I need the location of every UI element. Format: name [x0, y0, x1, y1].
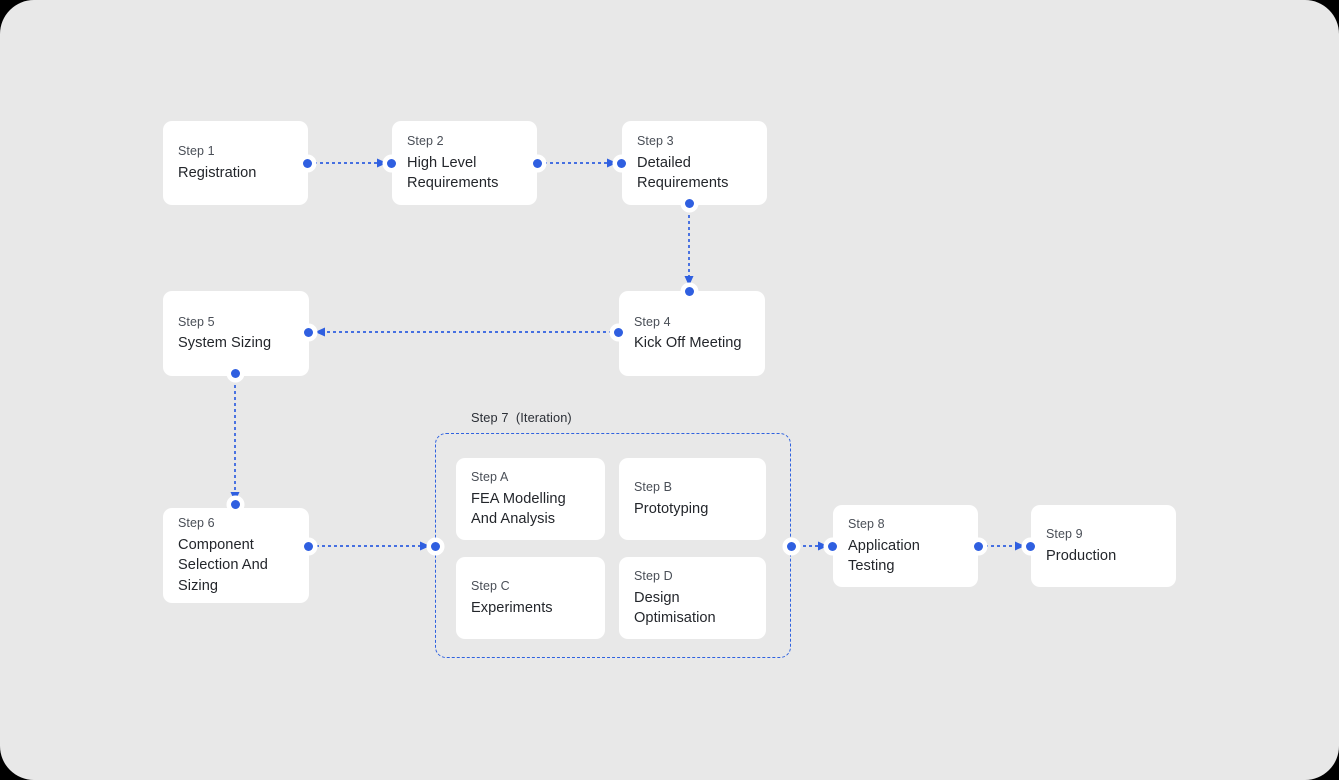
node-step-label: Step C	[471, 579, 510, 593]
port-dot-step3-left[interactable]	[617, 159, 626, 168]
node-step-8[interactable]: Step 8 Application Testing	[833, 505, 978, 587]
port-dot-step5-bottom[interactable]	[231, 369, 240, 378]
node-step-label: Step D	[634, 568, 673, 583]
port-dot-step2-left[interactable]	[387, 159, 396, 168]
node-step-label: Step 3	[637, 133, 674, 148]
port-dot-step8-right[interactable]	[974, 542, 983, 551]
port-dot-step9-left[interactable]	[1026, 542, 1035, 551]
node-title: Production	[1046, 547, 1117, 564]
port-dot-step6-top[interactable]	[231, 500, 240, 509]
node-step-label: Step 5	[178, 314, 215, 329]
node-title: FEA Modelling And Analysis	[471, 490, 566, 527]
node-title: Design Optimisation	[634, 589, 716, 626]
node-step-label: Step 2	[407, 133, 444, 148]
node-step-3[interactable]: Step 3 Detailed Requirements	[622, 121, 767, 205]
port-dot-step8-left[interactable]	[828, 542, 837, 551]
node-step-5[interactable]: Step 5 System Sizing	[163, 291, 309, 376]
port-dot-step6-right[interactable]	[304, 542, 313, 551]
node-step-label: Step 9	[1046, 527, 1083, 541]
node-step-2[interactable]: Step 2 High Level Requirements	[392, 121, 537, 205]
port-dot-step4-top[interactable]	[685, 287, 694, 296]
node-step-label: Step 1	[178, 144, 215, 158]
node-title: High Level Requirements	[407, 154, 499, 191]
node-title: Registration	[178, 164, 257, 181]
group-label-step7: Step 7 (Iteration)	[471, 410, 572, 425]
node-title: Detailed Requirements	[637, 154, 729, 191]
port-dot-step1-right[interactable]	[303, 159, 312, 168]
node-step-label: Step 4	[634, 314, 671, 329]
port-dot-step3-bottom[interactable]	[685, 199, 694, 208]
node-step-9[interactable]: Step 9 Production	[1031, 505, 1176, 587]
port-dot-step2-right[interactable]	[533, 159, 542, 168]
port-dot-group7-right[interactable]	[787, 542, 796, 551]
node-title: Component Selection And Sizing	[178, 537, 268, 594]
node-step-label: Step 8	[848, 516, 885, 531]
node-title: Prototyping	[634, 500, 709, 517]
node-title: Experiments	[471, 599, 553, 616]
node-step-6[interactable]: Step 6 Component Selection And Sizing	[163, 508, 309, 603]
node-title: System Sizing	[178, 335, 272, 352]
port-dot-step4-left[interactable]	[614, 328, 623, 337]
node-step-d[interactable]: Step D Design Optimisation	[619, 557, 766, 639]
node-step-label: Step 6	[178, 516, 215, 531]
port-dot-group7-left[interactable]	[431, 542, 440, 551]
node-step-label: Step B	[634, 480, 673, 494]
node-step-a[interactable]: Step A FEA Modelling And Analysis	[456, 458, 605, 540]
node-step-1[interactable]: Step 1 Registration	[163, 121, 308, 205]
node-title: Application Testing	[848, 537, 920, 574]
node-step-4[interactable]: Step 4 Kick Off Meeting	[619, 291, 765, 376]
node-title: Kick Off Meeting	[634, 335, 742, 352]
node-step-label: Step A	[471, 469, 509, 484]
node-step-b[interactable]: Step B Prototyping	[619, 458, 766, 540]
port-dot-step5-right[interactable]	[304, 328, 313, 337]
node-step-c[interactable]: Step C Experiments	[456, 557, 605, 639]
